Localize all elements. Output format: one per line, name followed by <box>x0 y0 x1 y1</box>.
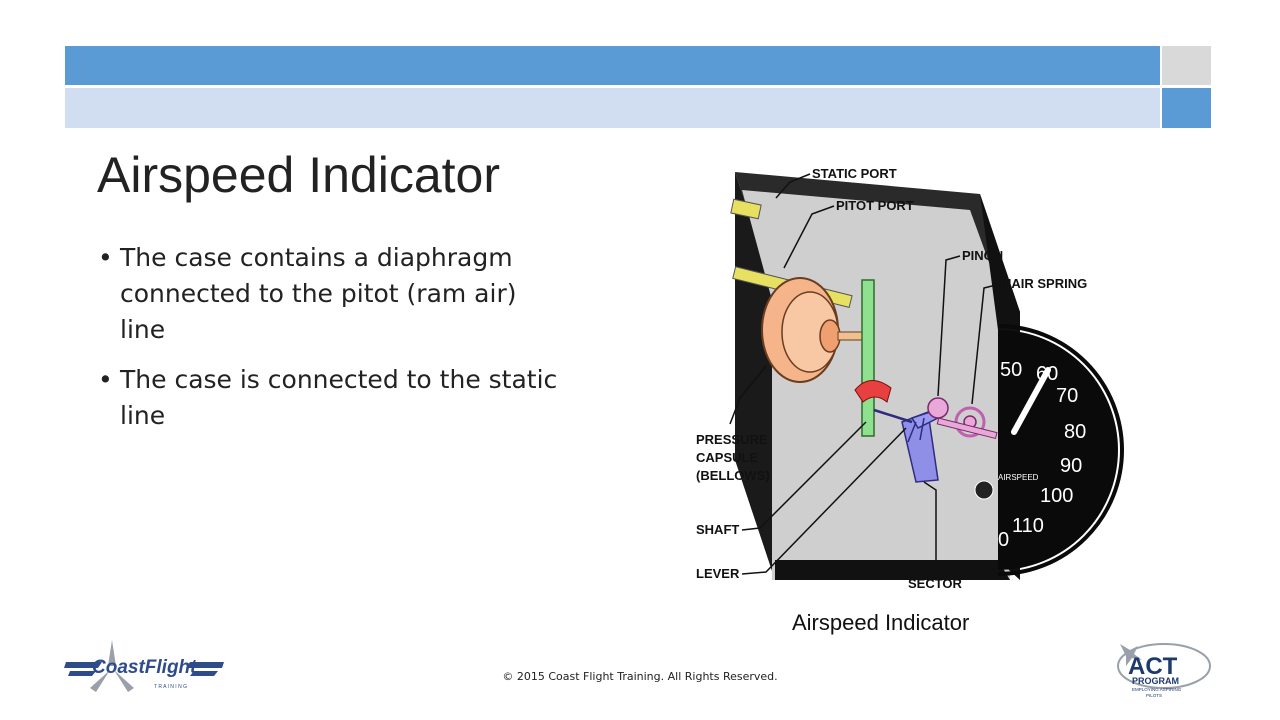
logo-left-main: CoastFlight <box>92 657 197 678</box>
airplane-icon <box>1120 644 1142 666</box>
header-bar-top <box>65 46 1160 85</box>
logo-wing-left <box>64 662 102 676</box>
coastflight-logo: CoastFlight T R A I N I N G <box>64 640 224 692</box>
header-bar-bottom <box>65 88 1160 128</box>
leader-sector <box>923 481 937 574</box>
act-program-logo: ACT PROGRAM EMPLOYING ASPIRING PILOTS <box>1117 643 1211 698</box>
dial-number: 70 <box>1056 385 1078 407</box>
leader-pitot-port <box>783 205 835 269</box>
bullet-item: •The case contains a diaphragm connected… <box>98 240 568 348</box>
bullet-text: The case is connected to the static line <box>120 365 558 430</box>
label-pitot-port: PITOT PORT <box>836 198 914 213</box>
dial-number: 100 <box>1040 485 1073 507</box>
label-pinon: PINON <box>962 248 1003 263</box>
dial-rim <box>997 324 1124 576</box>
dial-needle <box>1011 367 1051 435</box>
shaft <box>861 279 875 437</box>
bullet-dot-icon: • <box>98 243 113 272</box>
header-bar-top-corner <box>1162 46 1211 85</box>
label-sector: SECTOR <box>908 576 963 591</box>
pressure-capsule-hub <box>819 319 841 353</box>
logo-wing-right <box>186 662 224 676</box>
dial-number: 90 <box>1060 455 1082 477</box>
label-hair-spring: HAIR SPRING <box>1002 276 1087 291</box>
capsule-shaft <box>837 331 863 341</box>
leader-pinon <box>937 255 961 397</box>
label-lever: LEVER <box>696 566 740 581</box>
bullet-list: •The case contains a diaphragm connected… <box>98 240 568 448</box>
pinion-axle <box>936 417 998 440</box>
lever-link <box>873 408 913 424</box>
logo-right-tag1: EMPLOYING ASPIRING <box>1132 687 1182 692</box>
leader-hair-spring <box>971 283 1001 405</box>
label-capsule: CAPSULE <box>696 450 758 465</box>
header-bar-bottom-corner <box>1162 88 1211 128</box>
leader-static-port <box>775 173 811 199</box>
logo-swoosh <box>1117 643 1211 689</box>
pinion-gear <box>927 397 949 419</box>
dial-face <box>998 330 1118 570</box>
label-static-port: STATIC PORT <box>812 166 897 181</box>
label-pressure: PRESSURE <box>696 432 768 447</box>
label-bellows: (BELLOWS) <box>696 468 770 483</box>
case-bottom-face <box>775 560 1010 580</box>
rotation-arrow-icon <box>854 380 892 403</box>
dial-text: AIRSPEED <box>998 473 1039 482</box>
logo-left-sub: T R A I N I N G <box>154 684 187 690</box>
slide-title: Airspeed Indicator <box>97 147 501 203</box>
propeller-icon <box>90 640 134 692</box>
dial-number: 0 <box>998 529 1009 551</box>
bullet-dot-icon: • <box>98 365 113 394</box>
copyright-footer: © 2015 Coast Flight Training. All Rights… <box>502 670 778 683</box>
leader-lever <box>741 427 907 575</box>
bullet-item: •The case is connected to the static lin… <box>98 362 568 434</box>
dial-number: 60 <box>1036 363 1058 385</box>
dial-knob <box>974 480 994 500</box>
logo-right-tag2: PILOTS <box>1146 693 1162 698</box>
dial-number: 110 <box>1012 515 1044 537</box>
leader-shaft <box>741 421 867 531</box>
leader-pressure-capsule <box>729 365 767 425</box>
dial-number: 50 <box>1000 359 1022 381</box>
label-shaft: SHAFT <box>696 522 739 537</box>
logo-right-main: ACT <box>1128 653 1178 680</box>
diagram-caption: Airspeed Indicator <box>792 610 969 635</box>
logo-right-sub: PROGRAM <box>1132 676 1179 686</box>
bullet-text: The case contains a diaphragm connected … <box>120 243 517 344</box>
static-port-tube <box>730 198 762 220</box>
dial-number: 80 <box>1064 421 1086 443</box>
airspeed-indicator-diagram: 50 60 70 80 90 100 110 0 AIRSPEED STATIC… <box>696 166 1124 635</box>
